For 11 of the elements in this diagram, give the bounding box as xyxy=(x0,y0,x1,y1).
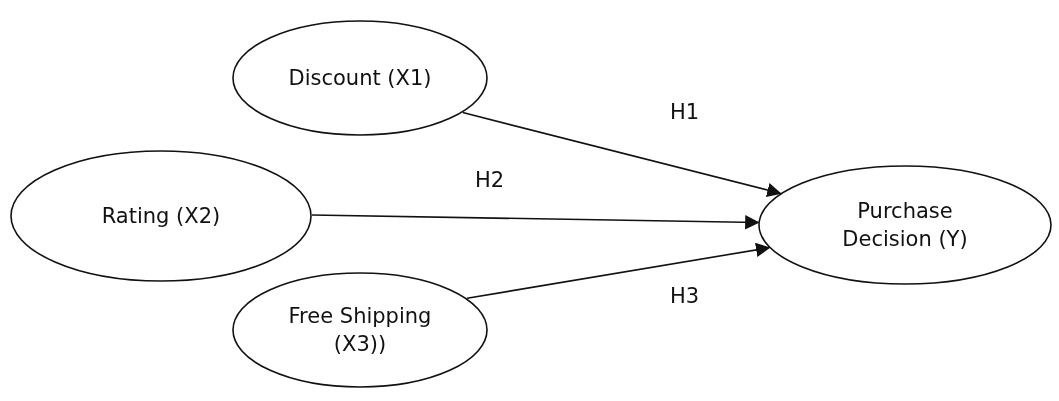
ellipse-node xyxy=(758,165,1052,285)
arrow xyxy=(311,214,760,230)
arrow xyxy=(466,242,771,300)
node-label: Discount (X1) xyxy=(288,64,432,92)
ellipse-node xyxy=(232,272,488,388)
node-label: Free Shipping (X3)) xyxy=(287,302,433,358)
arrow xyxy=(461,111,782,198)
ellipse-node xyxy=(10,150,312,282)
ellipse-node xyxy=(232,20,488,136)
node-label: Purchase Decision (Y) xyxy=(841,197,969,253)
node-label: Rating (X2) xyxy=(101,202,221,230)
